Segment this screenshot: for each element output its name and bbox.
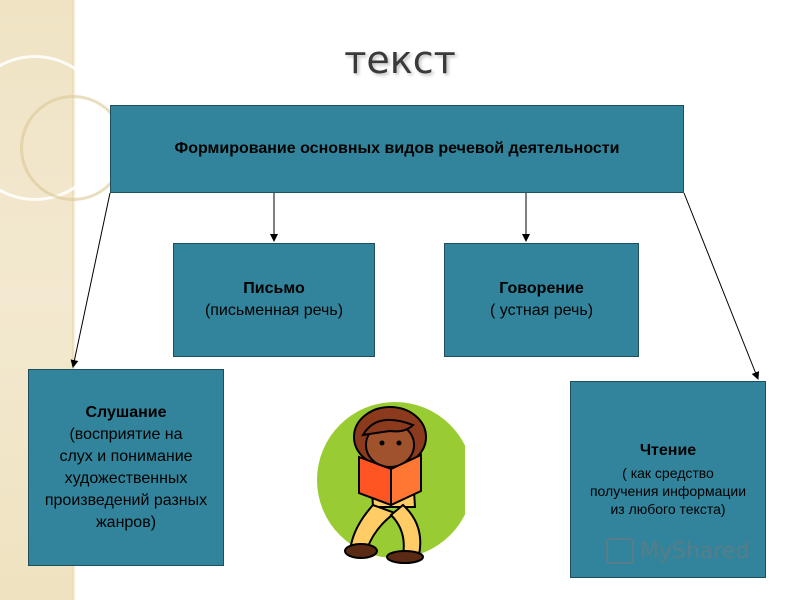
main-node: Формирование основных видов речевой деят… (110, 105, 684, 193)
node-govorenie-head: Говорение (499, 280, 584, 297)
node-slushanie-line: (восприятие на (69, 425, 183, 443)
node-govorenie: Говорение ( устная речь) (444, 243, 639, 357)
node-govorenie-line: ( устная речь) (489, 302, 594, 319)
watermark: MyShared (606, 538, 749, 564)
main-node-label: Формирование основных видов речевой деят… (174, 140, 620, 157)
decorative-fold (72, 0, 76, 600)
girl-reading-book-icon (317, 402, 465, 564)
node-slushanie: Слушание (восприятие на слух и понимание… (28, 369, 224, 566)
node-chtenie-line: из любого текста) (610, 500, 726, 517)
node-slushanie-head: Слушание (85, 403, 167, 421)
node-pismo-head: Письмо (243, 280, 305, 297)
node-chtenie-line: ( как средство (622, 464, 714, 481)
node-slushanie-line: произведений разных (44, 491, 208, 509)
slide-title: текст (344, 38, 456, 82)
presentation-icon (606, 538, 634, 564)
arrow-to-chtenie (683, 192, 760, 380)
node-pismo-line: (письменная речь) (204, 302, 344, 319)
node-slushanie-line: слух и понимание (59, 447, 193, 465)
node-slushanie-line: жанров) (95, 513, 157, 531)
node-chtenie-head: Чтение (639, 441, 697, 459)
arrow-to-slushanie (70, 192, 111, 368)
node-chtenie-line: получения информации (589, 482, 747, 499)
node-slushanie-line: художественных (64, 469, 188, 487)
node-chtenie: Чтение ( как средство получения информац… (570, 381, 766, 578)
node-pismo: Письмо (письменная речь) (173, 243, 375, 357)
watermark-text: MyShared (640, 538, 750, 564)
